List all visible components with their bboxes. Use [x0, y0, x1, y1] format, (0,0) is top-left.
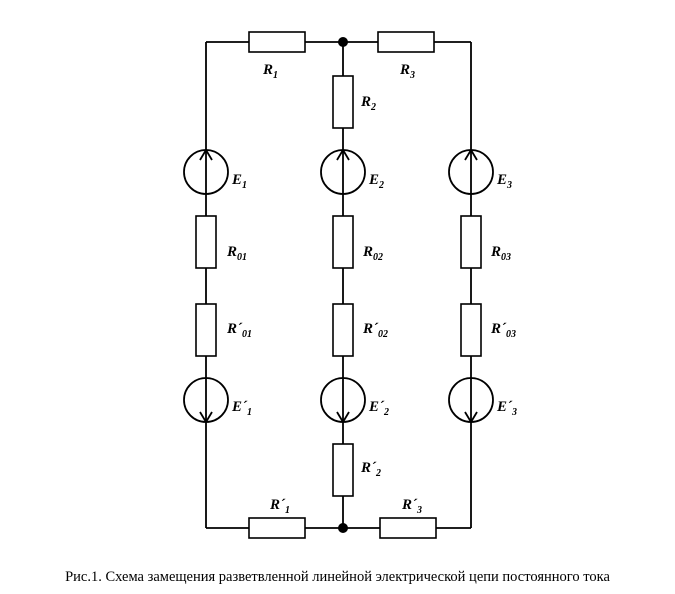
label-R1: R1 — [262, 62, 278, 81]
source-Ep1 — [183, 377, 229, 424]
label-Ep2: E´2 — [368, 399, 389, 418]
node-bottom — [338, 523, 348, 533]
resistor-Rp02 — [332, 303, 354, 357]
resistor-Rp3 — [379, 517, 437, 539]
resistor-Rp03 — [460, 303, 482, 357]
label-Rp03: R´03 — [490, 321, 516, 340]
label-E1: E1 — [231, 172, 247, 191]
source-Ep3 — [448, 377, 494, 424]
label-Rp1: R´1 — [269, 497, 290, 516]
resistor-R01 — [195, 215, 217, 269]
label-R01: R01 — [226, 244, 247, 263]
resistor-Rp1 — [248, 517, 306, 539]
resistor-R03 — [460, 215, 482, 269]
resistor-R1 — [248, 31, 306, 53]
node-top — [338, 37, 348, 47]
label-R03: R03 — [490, 244, 511, 263]
resistor-R02 — [332, 215, 354, 269]
label-Rp01: R´01 — [226, 321, 252, 340]
label-Ep1: E´1 — [231, 399, 252, 418]
resistor-R3 — [377, 31, 435, 53]
wires — [205, 41, 472, 529]
resistor-R2 — [332, 75, 354, 129]
source-E1 — [183, 148, 229, 195]
label-E3: E3 — [496, 172, 512, 191]
figure-caption: Рис.1. Схема замещения разветвленной лин… — [65, 569, 610, 585]
label-R02: R02 — [362, 244, 383, 263]
label-E2: E2 — [368, 172, 384, 191]
label-R3: R3 — [399, 62, 415, 81]
source-E3 — [448, 148, 494, 195]
label-R2: R2 — [360, 94, 376, 113]
label-Rp3: R´3 — [401, 497, 422, 516]
source-E2 — [320, 148, 366, 195]
label-Ep3: E´3 — [496, 399, 517, 418]
source-Ep2 — [320, 377, 366, 424]
resistor-Rp01 — [195, 303, 217, 357]
resistor-Rp2 — [332, 443, 354, 497]
label-Rp2: R´2 — [360, 460, 381, 479]
label-Rp02: R´02 — [362, 321, 388, 340]
